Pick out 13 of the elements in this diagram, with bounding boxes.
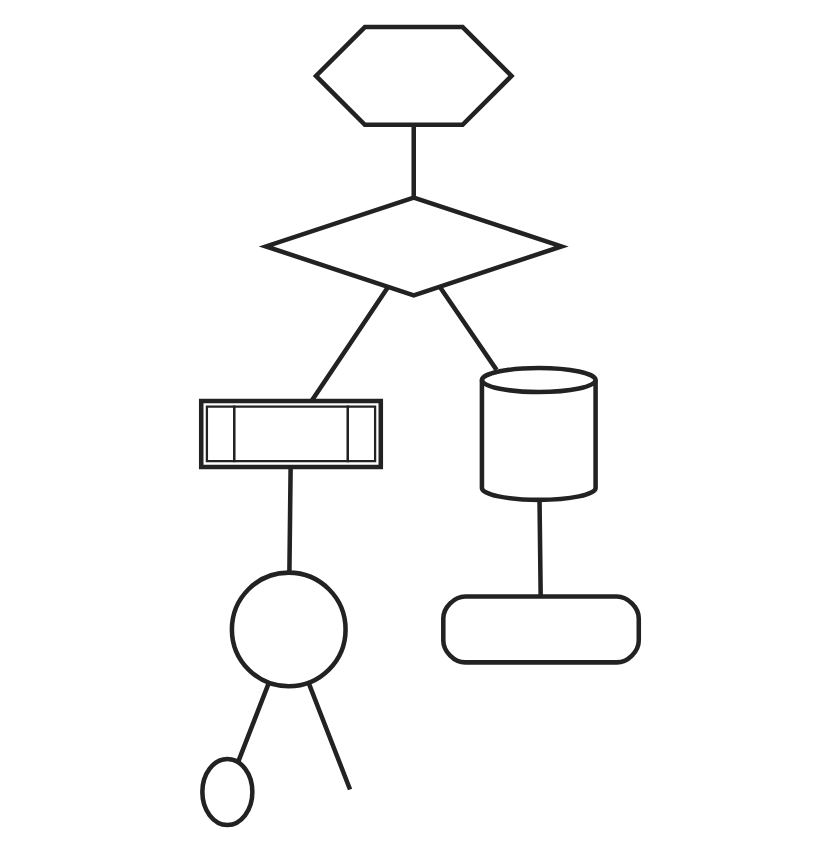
node-hexagon — [312, 23, 515, 127]
connector — [287, 466, 293, 572]
connector — [309, 285, 390, 402]
node-circle — [229, 569, 348, 688]
connector — [236, 681, 271, 762]
connector — [411, 124, 417, 197]
connector — [306, 681, 353, 790]
connector — [537, 499, 543, 595]
node-diamond — [258, 194, 569, 297]
node-ellipse — [200, 755, 255, 827]
connector — [438, 285, 499, 371]
node-terminator — [441, 593, 642, 664]
node-box — [198, 397, 384, 469]
